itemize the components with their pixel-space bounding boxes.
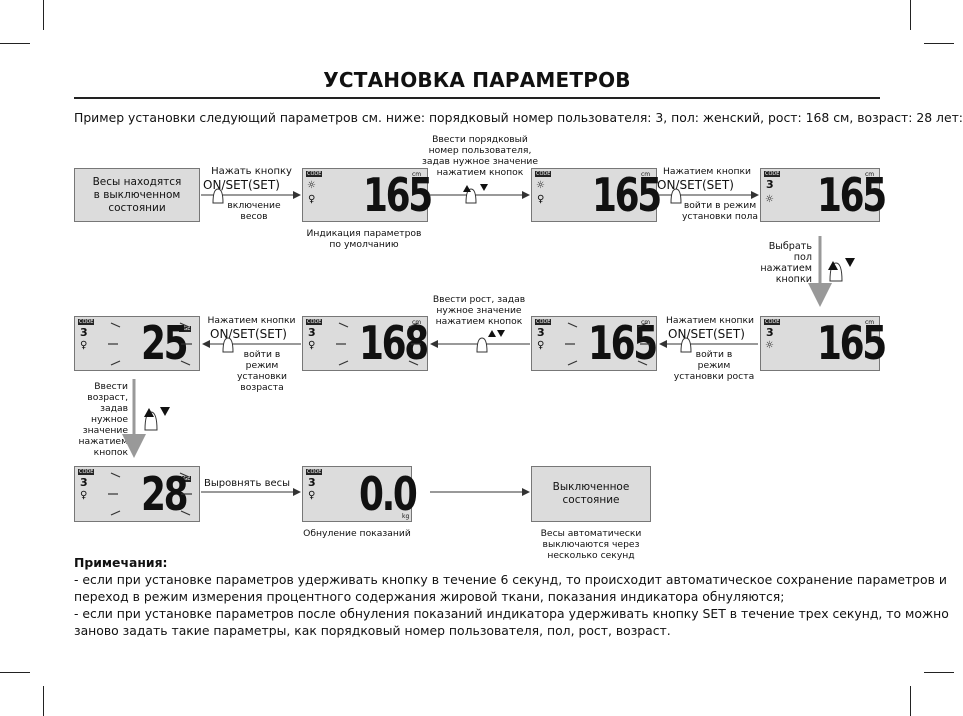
code-indicator: CODE <box>764 319 781 325</box>
cm-unit: cm <box>412 171 422 178</box>
user-number: 3 <box>308 476 316 489</box>
person-icon: ♀ <box>308 194 316 205</box>
code-indicator: CODE <box>535 171 552 177</box>
lcd-value: 25 <box>141 316 189 370</box>
lcd-display-user-set: CODE cm ☼ ♀ 165 <box>531 168 662 222</box>
box-scale-off: Весы находятся в выключенном состоянии <box>74 168 200 222</box>
user-number: 3 <box>80 476 88 489</box>
kg-unit: kg <box>402 513 410 520</box>
user-number: 3 <box>766 326 774 339</box>
person-blink-icon: ☼ <box>765 340 774 351</box>
label-press-button: Нажатием кнопки <box>663 166 751 177</box>
code-indicator: CODE <box>306 469 323 475</box>
user-number: 3 <box>766 178 774 191</box>
person-icon: ♀ <box>308 490 316 501</box>
lcd-value: 28 <box>141 467 189 521</box>
lcd-value: 0.0 <box>359 467 418 521</box>
cm-unit: cm <box>641 319 651 326</box>
lcd-value: 165 <box>592 168 662 222</box>
code-indicator: CODE <box>78 319 95 325</box>
label-enter-user-number: Ввести порядковый номер пользователя, за… <box>422 134 538 178</box>
lcd-display-age-mode: CODE AGE 3 ♀ 25 <box>74 316 200 371</box>
label-press-button: Нажать кнопку <box>211 166 292 177</box>
lcd-value: 165 <box>363 168 433 222</box>
cm-unit: cm <box>641 171 651 178</box>
lcd-display-age-set: CODE AGE 3 ♀ 28 <box>74 466 200 522</box>
lcd-value: 165 <box>817 168 887 222</box>
lcd-value: 165 <box>817 316 887 370</box>
label-enter-age: Ввести возраст, задав нужное значение на… <box>78 381 128 458</box>
intro-text: Пример установки следующий параметров см… <box>74 110 963 125</box>
lcd-value: 165 <box>588 316 658 370</box>
finger-press-icon <box>212 188 692 353</box>
label-power-on: включение весов <box>227 200 281 222</box>
caption-auto-off: Весы автоматически выключаются через нес… <box>540 528 642 561</box>
code-indicator: CODE <box>535 319 552 325</box>
blink-indicator-icon: ☼ <box>536 180 545 191</box>
age-indicator: AGE <box>179 476 192 482</box>
lcd-display-zero: CODE 3 ♀ 0.0 kg <box>302 466 418 522</box>
person-icon: ♀ <box>308 340 316 351</box>
code-indicator: CODE <box>306 171 323 177</box>
lcd-value: 168 <box>359 316 429 370</box>
person-icon: ♀ <box>80 490 88 501</box>
age-indicator: AGE <box>179 326 192 332</box>
label-enter-age-mode: войти в режим установки возраста <box>236 349 288 393</box>
code-indicator: CODE <box>78 469 95 475</box>
box-off-state-text: Выключенное состояние <box>552 481 630 506</box>
code-indicator: CODE <box>764 171 781 177</box>
person-icon: ♀ <box>537 194 545 205</box>
title-divider <box>74 97 880 99</box>
label-enter-height-mode: войти в режим установки роста <box>673 349 755 382</box>
label-onset-button: ON/SET(SET) <box>210 327 287 341</box>
crop-mark <box>0 672 30 673</box>
caption-zeroing: Обнуление показаний <box>303 528 411 539</box>
box-scale-off-text: Весы находятся в выключенном состоянии <box>92 175 182 214</box>
crop-mark <box>910 0 911 30</box>
label-onset-button: ON/SET(SET) <box>203 178 280 192</box>
person-blink-icon: ☼ <box>765 194 774 205</box>
label-enter-gender-mode: войти в режим установки пола <box>681 200 759 222</box>
cm-unit: cm <box>412 319 422 326</box>
blink-rays <box>108 322 650 516</box>
crop-mark <box>910 686 911 716</box>
lcd-display-height-set: CODE cm 3 ♀ 168 <box>302 316 429 371</box>
blink-indicator-icon: ☼ <box>307 180 316 191</box>
label-onset-button: ON/SET(SET) <box>668 327 745 341</box>
crop-mark <box>43 0 44 30</box>
lcd-display-height-mode: CODE cm 3 ☼ 165 <box>760 316 887 371</box>
label-select-gender: Выбрать пол нажатием кнопки <box>760 241 812 285</box>
lcd-display-gender: CODE cm 3 ☼ 165 <box>760 168 887 222</box>
cm-unit: cm <box>865 171 875 178</box>
caption-default-params: Индикация параметров по умолчанию <box>306 228 422 250</box>
cm-unit: cm <box>865 319 875 326</box>
crop-mark <box>924 43 954 44</box>
label-press-button: Нажатием кнопки <box>207 315 296 326</box>
crop-mark <box>43 686 44 716</box>
label-press-button: Нажатием кнопки <box>666 315 754 326</box>
page-title: УСТАНОВКА ПАРАМЕТРОВ <box>323 68 631 92</box>
person-icon: ♀ <box>537 340 545 351</box>
crop-mark <box>924 672 954 673</box>
up-down-buttons-icon <box>144 184 855 431</box>
lcd-display-height-blink: CODE cm 3 ♀ 165 <box>531 316 658 371</box>
label-onset-button: ON/SET(SET) <box>657 178 734 192</box>
label-enter-height: Ввести рост, задав нужное значение нажат… <box>432 294 526 327</box>
lcd-display-default: CODE cm ☼ ♀ 165 <box>302 168 433 222</box>
person-icon: ♀ <box>80 340 88 351</box>
code-indicator: CODE <box>306 319 323 325</box>
note-item: - если при установке параметров удержива… <box>74 572 947 604</box>
crop-mark <box>0 43 30 44</box>
user-number: 3 <box>80 326 88 339</box>
label-level-scale: Выровнять весы <box>204 478 291 489</box>
notes-section: Примечания: - если при установке парамет… <box>74 554 949 639</box>
user-number: 3 <box>308 326 316 339</box>
note-item: - если при установке параметров после об… <box>74 606 949 638</box>
box-off-state: Выключенное состояние <box>531 466 651 522</box>
notes-heading: Примечания: <box>74 555 168 570</box>
user-number: 3 <box>537 326 545 339</box>
